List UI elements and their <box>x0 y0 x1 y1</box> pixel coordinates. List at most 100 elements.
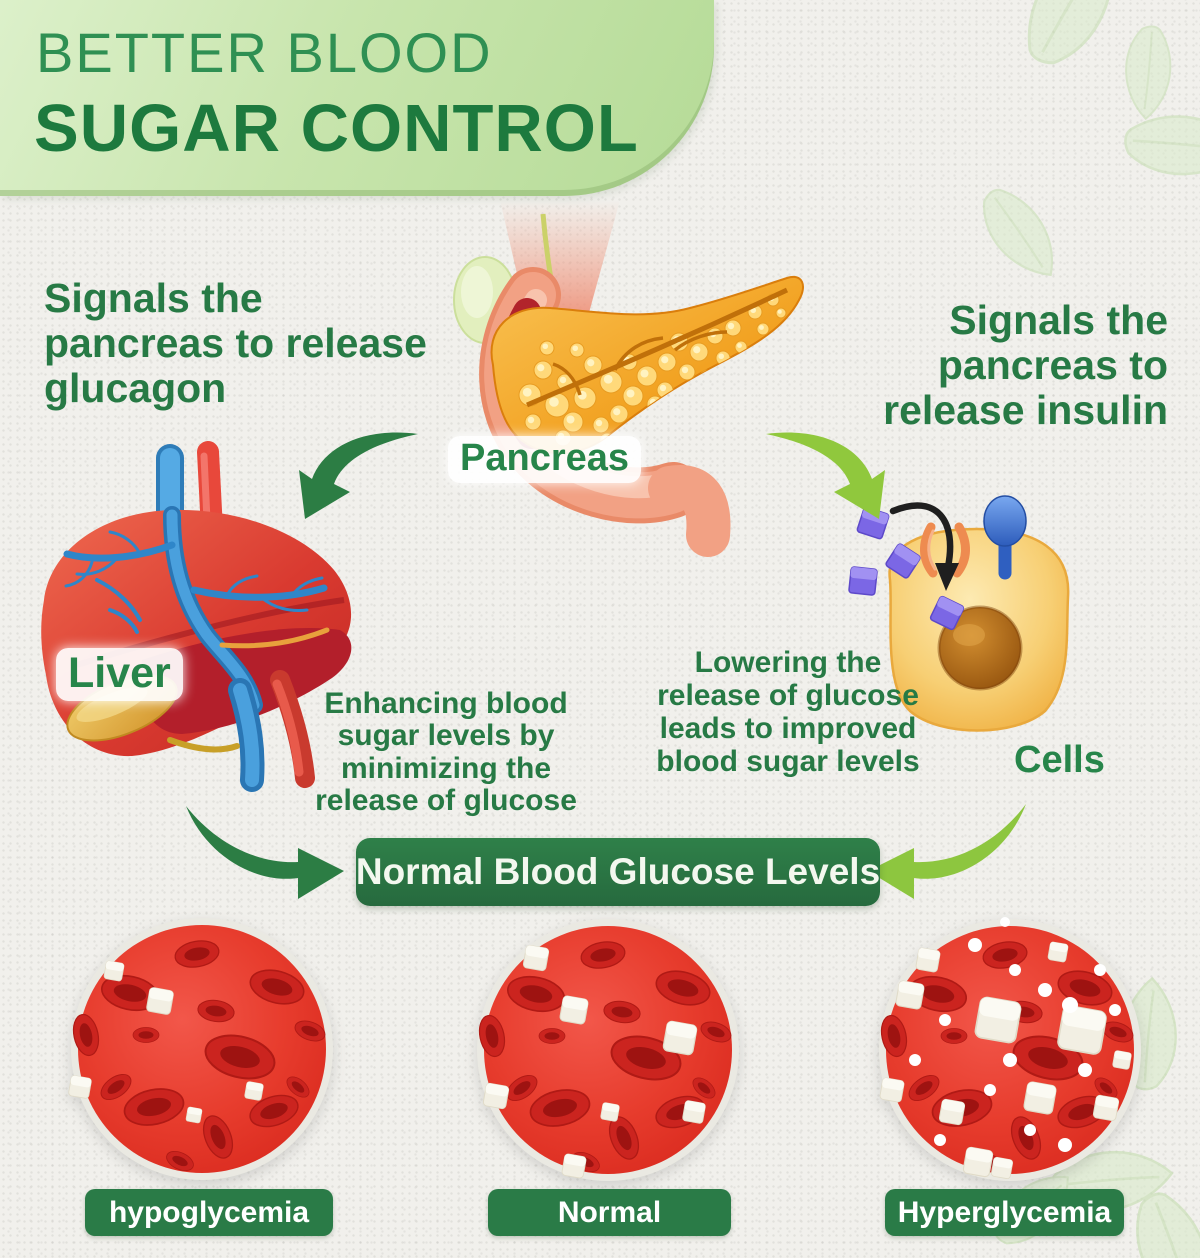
pancreas-lobule-highlight <box>613 408 621 416</box>
glucose-dot <box>1058 1138 1072 1152</box>
pancreas-lobule-highlight <box>693 346 701 354</box>
pancreas-lobule-highlight <box>522 387 532 397</box>
pancreas-lobule-highlight <box>681 366 689 374</box>
pancreas-lobule-highlight <box>542 343 549 350</box>
pancreas-lobule-highlight <box>626 389 635 398</box>
glucose-dot <box>1078 1063 1092 1077</box>
red-blood-cell <box>132 1027 160 1043</box>
cystic-duct <box>167 737 240 753</box>
duct-branches <box>552 330 728 396</box>
condition-label-normal: Normal <box>488 1189 731 1236</box>
glucose-dot <box>1094 964 1106 976</box>
header-banner: BETTER BLOOD SUGAR CONTROL <box>0 0 714 196</box>
sugar-cube <box>1111 1049 1133 1071</box>
pancreatic-duct <box>526 287 789 408</box>
liver-note-text: Enhancing blood sugar levels by minimizi… <box>315 687 577 818</box>
arrow-cells-to-banner <box>868 804 1026 899</box>
signal-glucagon-text: Signals the pancreas to release glucagon <box>44 275 427 412</box>
pancreas-label: Pancreas <box>448 436 642 483</box>
sugar-cube <box>558 994 590 1026</box>
signal-insulin-text: Signals the pancreas to release insulin <box>883 297 1168 434</box>
glucose-dot <box>1024 1124 1036 1136</box>
pancreas-lobule-highlight <box>587 359 595 367</box>
pancreas-lobule-highlight <box>566 415 575 424</box>
sugar-cube <box>599 1101 621 1123</box>
insulin-receptor <box>983 495 1027 580</box>
sugar-cube <box>1047 941 1069 963</box>
sugar-cube <box>145 986 175 1016</box>
glucose-channel <box>920 522 970 578</box>
glucose-dot <box>934 1134 946 1146</box>
red-blood-cell <box>538 1028 566 1044</box>
blood-circle-hyperglycemia <box>877 917 1141 1181</box>
pancreas-lobule-highlight <box>737 343 742 348</box>
pancreas-lobule-highlight <box>777 309 782 314</box>
pancreas-lobule-highlight <box>527 416 535 424</box>
cell-nucleus <box>937 605 1023 691</box>
pancreas-lobule <box>635 424 651 440</box>
sugar-cube <box>990 1156 1014 1180</box>
pancreas-lobule-highlight <box>603 374 613 384</box>
leaf-decoration-top-right <box>979 0 1200 286</box>
sugar-cube <box>103 960 125 982</box>
sugar-cube <box>561 1153 587 1179</box>
sugar-cube <box>894 979 926 1011</box>
pancreas-lobule <box>699 369 715 385</box>
pancreas-lobule-highlight <box>537 364 545 372</box>
hepatic-vessels-bottom <box>228 670 315 792</box>
title-line-2: SUGAR CONTROL <box>34 91 639 166</box>
red-blood-cell <box>940 1028 968 1044</box>
glucose-dot <box>1000 917 1010 927</box>
pancreas-lobule-highlight <box>638 427 645 434</box>
title-line-1: BETTER BLOOD <box>36 21 493 84</box>
sugar-cube <box>1092 1094 1120 1122</box>
arrow-liver-to-banner <box>186 806 344 899</box>
pancreas-lobule-highlight <box>559 376 567 384</box>
pancreas-illustration <box>453 200 804 557</box>
pancreas-lobule-highlight <box>549 397 559 407</box>
glucose-dot <box>1109 1004 1121 1016</box>
pancreas-lobule-highlight <box>661 356 669 364</box>
cells-label: Cells <box>1014 739 1105 781</box>
glucose-dot <box>984 1084 996 1096</box>
glucose-dot <box>1038 983 1052 997</box>
sugar-cube <box>185 1106 203 1124</box>
sugar-cube <box>681 1099 707 1125</box>
pancreas-lobule-highlight <box>727 322 735 330</box>
glucose-entry-arrow <box>889 502 959 591</box>
sugar-cube <box>243 1080 265 1102</box>
sugar-cube <box>661 1019 699 1057</box>
normal-glucose-banner: Normal Blood Glucose Levels <box>356 838 880 906</box>
glucose-dot <box>939 1014 951 1026</box>
sugar-cube <box>1022 1080 1058 1116</box>
sugar-cube <box>1056 1004 1108 1056</box>
sugar-cube <box>482 1082 510 1110</box>
pancreas-lobule-highlight <box>659 384 667 392</box>
sugar-cube <box>938 1098 966 1126</box>
pancreas-lobule-highlight <box>595 419 603 427</box>
portal-vein-network <box>63 506 330 714</box>
glucose-dot <box>968 938 982 952</box>
pancreas-lobule-highlight <box>640 369 649 378</box>
blood-circle-normal <box>475 919 739 1181</box>
blood-circle-hypoglycemia <box>67 918 333 1180</box>
sugar-cube <box>67 1074 93 1100</box>
condition-label-hypoglycemia: hypoglycemia <box>85 1189 333 1236</box>
pancreas-lobule-highlight <box>759 325 764 330</box>
sugar-cube <box>973 995 1023 1045</box>
pancreas-lobule-highlight <box>572 345 579 352</box>
sugar-cube <box>522 944 550 972</box>
glucose-dot <box>1009 964 1021 976</box>
cell-illustration <box>842 495 1070 732</box>
glucose-dot <box>1003 1053 1017 1067</box>
liver-label: Liver <box>56 648 183 701</box>
sugar-cube <box>915 947 941 973</box>
condition-label-hyperglycemia: Hyperglycemia <box>885 1189 1124 1236</box>
glucose-dot <box>909 1054 921 1066</box>
pancreas-lobule-highlight <box>718 353 725 360</box>
glucose-dot <box>1062 997 1078 1013</box>
sugar-cube <box>879 1077 905 1103</box>
sugar-cube <box>962 1146 994 1178</box>
pancreas-lobule-highlight <box>702 372 709 379</box>
